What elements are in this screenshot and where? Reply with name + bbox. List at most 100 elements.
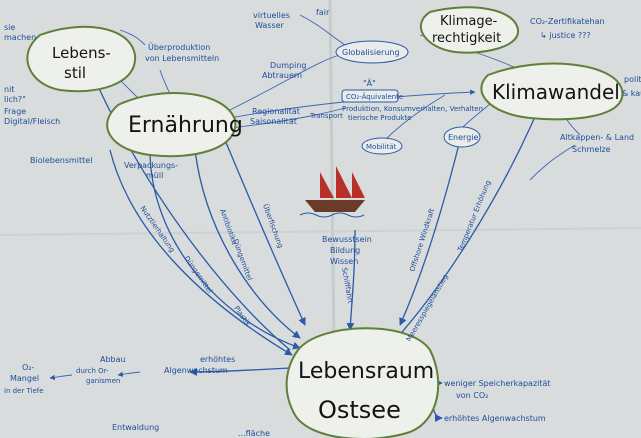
o2-mangel-line2: Mangel [10,374,39,383]
co2-produktion-label: Produktion, Konsumverhalten, Verhalten [342,105,483,113]
sub-mobilitaet: Mobilität [361,137,403,155]
left-corner-line4: Digital/Fleisch [4,117,60,126]
bottom-labels: O₂- Mangel in der Tiefe Abbau durch Or- … [4,355,551,438]
sub-globalisierung: Globalisierung [335,40,409,64]
verpackungsmuell-line2: müll [146,171,163,180]
center-bildung: Bildung [330,246,360,255]
dumping-line2: Abtrauern [262,71,302,80]
sub-mobilitaet-outline [361,137,403,155]
sub-globalisierung-outline [335,40,409,64]
node-lebensstil-outline [26,25,137,93]
algen-left-line2: Algenwachstum [164,366,228,375]
ship-sail [320,172,334,198]
edge-fair [299,14,346,46]
top-labels: virtuelles Wasser fair CO₂-Zertifikateha… [145,8,641,154]
node-lebensstil: Lebens- stil [26,25,137,93]
transport-label: Transport [309,112,343,120]
node-lebensraum: Lebensraum Ostsee [285,327,440,438]
edge-ernaehrung-nutztier [149,149,301,350]
fair-label: fair [316,8,330,17]
algen-right-label: erhöhtes Algenwachstum [444,414,546,423]
edge-klima-temp [394,104,541,341]
sub-globalisierung-label: Globalisierung [342,48,400,57]
biolebensmittel-label: Biolebensmittel [30,156,92,165]
center-wissen: Wissen [330,257,358,266]
edge-ernaehrung-duenge [194,149,301,339]
ship-sail [352,172,365,198]
edge-energie-offshore [399,139,461,326]
node-lebensraum-line1: Lebensraum [298,359,434,384]
sub-energie-label: Energie [448,133,478,142]
node-klimagerechtigkeit-outline [419,6,520,54]
dumping-line1: Dumping [270,61,306,70]
abbau-line1: Abbau [100,355,126,364]
sub-energie-outline [443,126,481,148]
left-corner-line3: Frage [4,107,26,116]
regionalitaet-line2: Saisonalität [250,117,297,126]
node-lebensraum-outline [285,327,440,438]
edge-ernaehrung-plastik [109,149,293,356]
node-klimawandel-outline [480,62,624,121]
left-corner-line2: lich?" [4,95,26,104]
co2-tierisch-label: tierische Produkte [348,114,411,122]
sub-co2-outline [341,89,399,103]
o2-mangel-line3: in der Tiefe [4,387,44,395]
altkappen-line1: Altkappen- & Land [560,133,634,142]
node-klimagerechtigkeit-line1: Klimage- [440,14,498,29]
bottom-cut-label: ...fläche [238,429,270,438]
sub-energie: Energie [443,126,481,148]
center-labels: Bewusstsein Bildung Wissen [322,235,372,266]
co2-a-label: "Ä" [363,78,376,88]
sub-co2: "Ä" CO₂-Äquivalente Produktion, Konsumve… [341,78,483,122]
node-lebensraum-line2: Ostsee [318,396,401,424]
politik-line2: & kau [622,89,641,98]
virtuelles-wasser-line2: Wasser [255,21,285,30]
co2-aequivalente-label: CO₂-Äquivalente [346,92,403,101]
sub-mobilitaet-label: Mobilität [366,143,397,151]
node-ernaehrung: Ernährung [106,92,243,158]
co2-zertifikate-line2: ↳ justice ??? [540,31,591,40]
left-corner-line1: nit [4,85,14,94]
node-lebensstil-line1: Lebens- [52,44,111,62]
edge-ernaehrung-fisch [224,139,306,326]
ship-sail [336,166,352,198]
ueberproduktion-line2: von Lebensmitteln [145,54,219,63]
edge-altkappen-temp [529,144,576,181]
node-klimawandel: Klimawandel [480,62,624,121]
node-klimagerechtigkeit: Klimage- rechtigkeit [419,6,520,54]
politik-line1: politi [624,75,641,84]
ueberproduktion-line1: Überproduktion [148,42,210,52]
edge-ernaehrung-co2 [229,107,346,129]
algen-left-line1: erhöhtes [200,355,235,364]
edge-schifffahrt [346,229,356,331]
verpackungsmuell-line1: Verpackungs- [124,161,178,170]
sailing-ship-drawing [299,166,365,218]
edge-algen-abbau [117,371,141,377]
edge-klima-mobil [384,94,446,141]
regionalitaet-line1: Regionalität [252,107,300,116]
top-corner-line2: machen [4,33,36,42]
node-ernaehrung-label: Ernährung [128,113,243,138]
entwaldung-label: Entwaldung [112,423,159,432]
abbau-line3: ganismen [86,377,120,385]
node-klimagerechtigkeit-line2: rechtigkeit [432,31,501,46]
node-klimawandel-label: Klimawandel [492,80,620,104]
virtuelles-wasser-line1: virtuelles [253,11,290,20]
speicher-line1: weniger Speicherkapazität [444,379,551,388]
co2-zertifikate-line1: CO₂-Zertifikatehan [530,17,605,26]
edge-lebensraum-algen [189,367,291,376]
top-corner-line1: sie [4,23,15,32]
center-bewusstsein: Bewusstsein [322,235,372,244]
altkappen-line2: Schmelze [572,145,611,154]
paper-fold [0,227,641,236]
edge-abbau-o2 [49,374,73,381]
o2-mangel-line1: O₂- [22,363,35,372]
ship-waves [299,212,365,218]
edge-top-left [119,29,146,46]
node-ernaehrung-outline [106,92,237,158]
abbau-line2: durch Or- [76,367,109,375]
left-labels: sie machen nit lich?" Frage Digital/Flei… [4,23,178,180]
edge-ernaehrung-global [229,54,341,111]
ship-hull [305,200,365,212]
